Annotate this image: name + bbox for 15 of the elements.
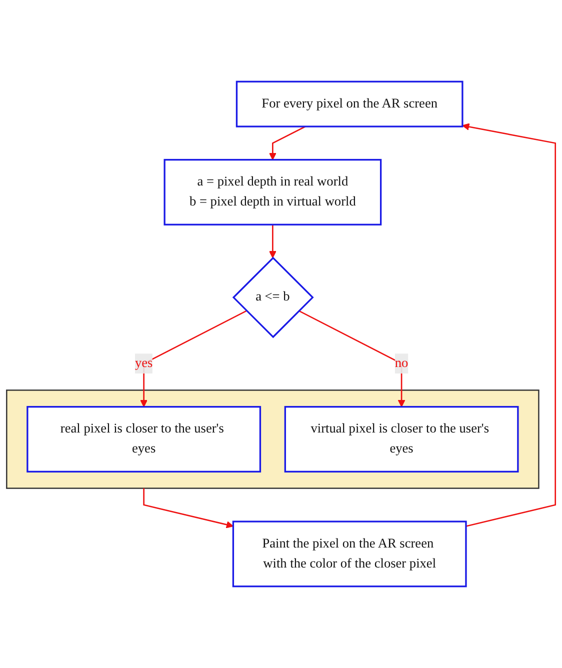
node-diamond: a <= b [232, 256, 314, 338]
arrow [269, 224, 276, 258]
node-box: For every pixel on the AR screen [236, 80, 464, 128]
cluster [6, 390, 540, 489]
edge-label: no [394, 356, 408, 370]
node-box: real pixel is closer to the user's eyes [26, 406, 262, 472]
node-box: a = pixel depth in real world b = pixel depth in virtual world [164, 158, 382, 226]
node-box: Paint the pixel on the AR screen with the color of the closer pixel [232, 520, 467, 588]
arrow [269, 126, 306, 160]
arrow [298, 310, 406, 408]
arrow [462, 123, 556, 527]
arrow [143, 488, 234, 528]
node-box: virtual pixel is closer to the user's eyes [284, 406, 519, 472]
arrow [140, 310, 247, 408]
edge-label: yes [134, 356, 153, 370]
